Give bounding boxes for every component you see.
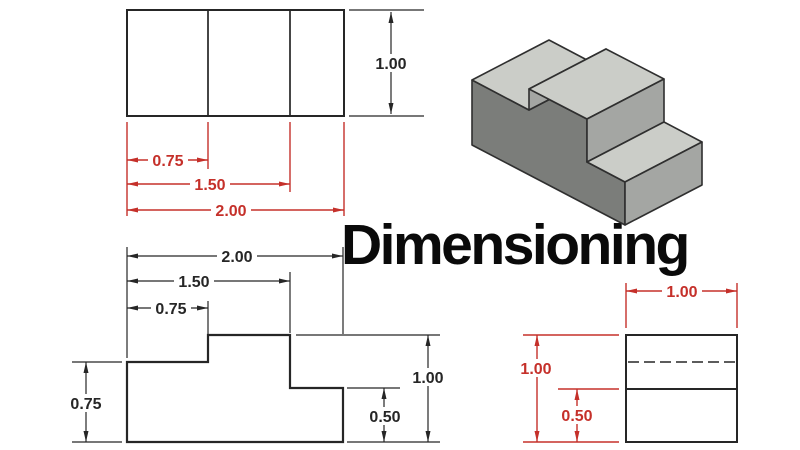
dim-label-front-height-left: 0.75 (70, 396, 101, 413)
label-mask (66, 394, 106, 412)
label-mask (148, 151, 188, 169)
iso-right-end-face (624, 141, 703, 226)
dim-label-side-height: 1.00 (520, 361, 551, 378)
label-mask (151, 299, 191, 317)
label-mask (408, 368, 448, 386)
dim-label-top-width-total: 2.00 (215, 203, 246, 220)
dim-label-side-height-step: 0.50 (561, 408, 592, 425)
dim-label-top-width-middle: 1.50 (194, 177, 225, 194)
label-mask (174, 272, 214, 290)
dim-label-front-width-left: 0.75 (155, 301, 186, 318)
label-mask (365, 407, 405, 425)
front-view-outline (125, 333, 345, 444)
dim-label-top-width-left: 0.75 (152, 153, 183, 170)
dim-label-front-height-total: 1.00 (412, 370, 443, 387)
isometric-view (471, 39, 703, 226)
label-mask (211, 201, 251, 219)
front-view: 2.00 1.50 0.75 0.75 1.00 0.50 (66, 247, 448, 444)
label-mask (190, 175, 230, 193)
label-mask (217, 247, 257, 265)
dim-label-top-depth: 1.00 (375, 56, 406, 73)
dim-label-front-width-middle: 1.50 (178, 274, 209, 291)
label-mask (557, 406, 597, 424)
front-view-extension-lines (72, 247, 440, 443)
dim-label-front-height-step: 0.50 (369, 409, 400, 426)
page-title: Dimensioning (341, 213, 690, 277)
side-view: 1.00 1.00 0.50 (516, 282, 738, 443)
top-view-extension-lines (126, 122, 345, 216)
dim-label-side-depth: 1.00 (666, 284, 697, 301)
top-view: 1.00 0.75 1.50 2.00 (126, 9, 424, 220)
label-mask (516, 359, 556, 377)
dim-label-front-width-total: 2.00 (221, 249, 252, 266)
label-mask (662, 282, 702, 300)
label-mask (369, 54, 413, 72)
top-view-outline (126, 9, 345, 117)
